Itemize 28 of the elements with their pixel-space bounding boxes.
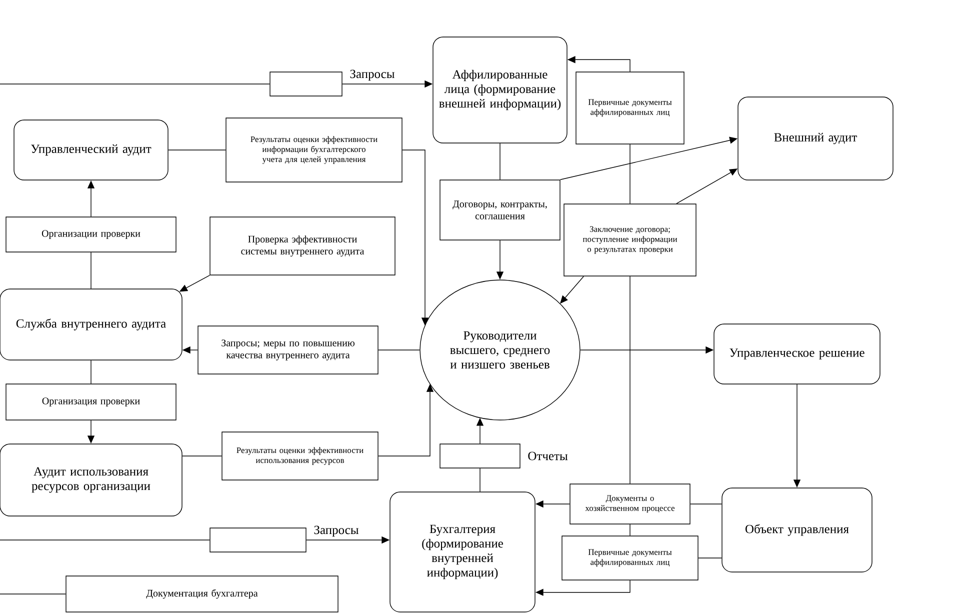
data-box: Результаты оценки эффективности использования ресурсов bbox=[222, 432, 378, 480]
data-box: Первичные документы аффилированных лиц bbox=[576, 72, 684, 144]
data-box: Документы о хозяйственном процессе bbox=[570, 484, 690, 524]
process-box: Аффилированные лица (формирование внешней информации) bbox=[432, 36, 568, 144]
data-box: Результаты оценки эффективности информации бухгалтерского учета для целей управления bbox=[226, 118, 402, 182]
data-box bbox=[210, 528, 306, 552]
data-box: Первичные документы аффилированных лиц bbox=[562, 536, 698, 580]
data-box: Организация проверки bbox=[6, 384, 176, 420]
data-box: Проверка эффективности системы внутреннего аудита bbox=[210, 216, 396, 276]
data-box bbox=[270, 72, 342, 96]
process-box: Бухгалтерия (формирование внутренней информации) bbox=[390, 492, 536, 612]
process-box: Служба внутреннего аудита bbox=[0, 288, 182, 360]
process-box: Аудит использования ресурсов организации bbox=[0, 444, 182, 516]
data-box: Организации проверки bbox=[6, 216, 176, 252]
connector-line bbox=[90, 252, 92, 289]
connector-line bbox=[90, 360, 92, 384]
box-caption: Запросы bbox=[314, 526, 358, 537]
process-box: Управленческий аудит bbox=[14, 120, 168, 180]
data-box: Договоры, контракты, соглашения bbox=[440, 180, 560, 240]
box-caption: Отчеты bbox=[528, 452, 568, 460]
data-box: Заключение договора; поступление информации о результатах проверки bbox=[564, 204, 696, 276]
process-box: Управленческое решение bbox=[714, 324, 880, 384]
process-box: Внешний аудит bbox=[738, 96, 894, 180]
box-caption: Запросы bbox=[350, 70, 394, 81]
process-box: Объект управления bbox=[722, 488, 872, 572]
data-box: Запросы; меры по повышению качества внутреннего аудита bbox=[198, 326, 378, 374]
data-box bbox=[440, 444, 520, 468]
data-box: Документация бухгалтера bbox=[66, 576, 338, 612]
